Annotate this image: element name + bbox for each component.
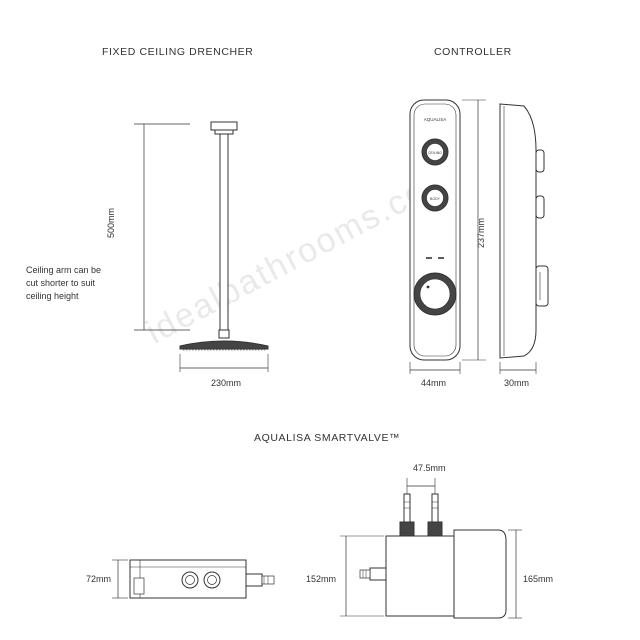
controller-button-bottom-label: BODY	[430, 197, 441, 201]
controller-side-button-top	[535, 149, 545, 173]
valve-inlet-spacing-label: 47.5mm	[413, 463, 446, 473]
controller-depth-label: 30mm	[504, 378, 530, 388]
valve-front-height-label: 152mm	[306, 574, 337, 584]
valve-body-height-label: 165mm	[523, 574, 554, 584]
controller-side-button-bottom	[535, 195, 545, 219]
drencher-joint	[218, 329, 230, 339]
controller-front-drawing: AQUALISA CEILING BODY	[409, 99, 486, 374]
drencher-plate-collar	[214, 129, 234, 135]
valve-title: AQUALISA SMARTVALVE™	[254, 432, 401, 444]
drencher-ceiling-plate	[210, 121, 238, 131]
drencher-note: Ceiling arm can be cut shorter to suit c…	[26, 265, 102, 301]
controller-side-dial	[535, 265, 549, 307]
valve-inlet-right-nut	[427, 521, 443, 537]
drencher-head	[179, 340, 269, 350]
drencher-title: FIXED CEILING DRENCHER	[102, 46, 254, 58]
valve-side-port-right	[203, 571, 221, 589]
controller-inner	[413, 103, 457, 357]
controller-width-label: 44mm	[421, 378, 447, 388]
drencher-width-label: 230mm	[211, 378, 242, 388]
valve-front-outlet	[369, 567, 387, 581]
valve-side-bracket	[133, 577, 145, 595]
controller-title: CONTROLLER	[434, 46, 512, 58]
valve-front-body	[385, 535, 455, 617]
drencher-drawing	[134, 121, 269, 372]
valve-inlet-left-nut	[399, 521, 415, 537]
drencher-arm	[219, 133, 229, 331]
valve-front-drawing	[340, 478, 522, 619]
controller-side-drawing	[499, 103, 549, 374]
valve-side-height-label: 72mm	[86, 574, 112, 584]
valve-side-outlet	[245, 573, 263, 587]
valve-side-drawing	[112, 559, 275, 599]
controller-button-top-label: CEILING	[428, 151, 442, 155]
controller-dial-marker	[426, 285, 430, 289]
controller-side-body	[499, 103, 537, 359]
valve-cover	[453, 529, 507, 619]
valve-side-port-left	[181, 571, 199, 589]
controller-brand: AQUALISA	[424, 117, 447, 122]
